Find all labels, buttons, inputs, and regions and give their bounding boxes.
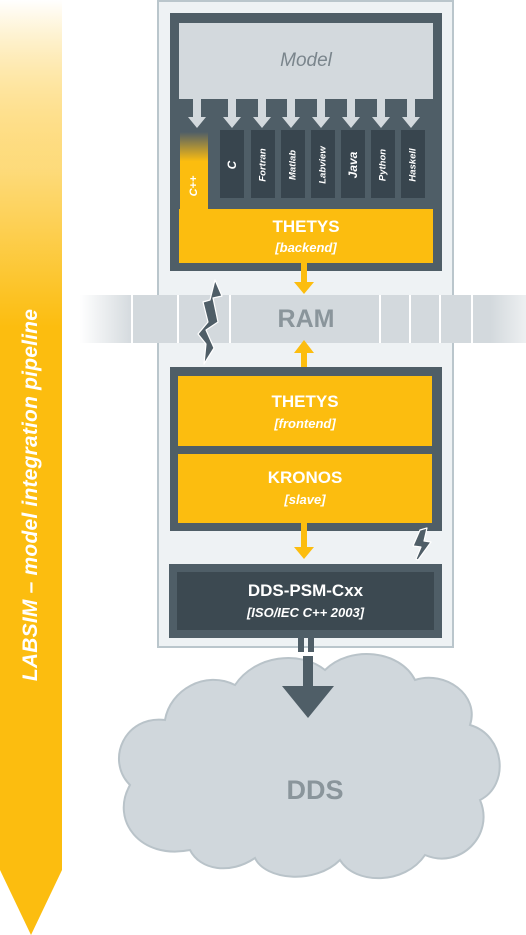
down-arrow-icon — [294, 263, 314, 294]
pipeline-banner — [0, 0, 62, 935]
up-arrow-icon — [294, 340, 314, 367]
model-label: Model — [280, 50, 332, 71]
ram-label: RAM — [277, 304, 335, 333]
down-arrow-icon — [372, 99, 390, 128]
kronos-box: KRONOS [slave] — [178, 454, 432, 523]
lang-column-fortran — [251, 130, 275, 198]
dds-label: DDS — [286, 774, 344, 805]
thetys-frontend-title: THETYS — [271, 392, 339, 411]
kronos-title: KRONOS — [267, 468, 343, 487]
lang-column-haskell — [401, 130, 425, 198]
lang-column-labview — [311, 130, 335, 198]
lang-column-matlab — [281, 130, 305, 198]
thetys-frontend-box: THETYS [frontend] — [178, 376, 432, 446]
lang-column-java — [341, 130, 365, 198]
down-arrow-icon — [312, 99, 330, 128]
lightning-icon — [197, 279, 223, 365]
down-arrow-icon — [342, 99, 360, 128]
ram-band — [80, 295, 526, 343]
thetys-backend-box: THETYS [backend] — [179, 209, 433, 263]
down-arrow-icon — [223, 99, 241, 128]
thetys-backend-title: THETYS — [272, 217, 340, 236]
down-arrow-icon — [402, 99, 420, 128]
down-arrow-icon — [188, 99, 206, 128]
dds-psm-title: DDS-PSM-Cxx — [247, 581, 364, 600]
down-arrow-icon — [294, 523, 314, 559]
down-arrow-icon — [253, 99, 271, 128]
model-arrows — [188, 99, 420, 128]
lightning-icon — [412, 527, 432, 561]
thetys-frontend-subtitle: [frontend] — [274, 416, 336, 431]
down-arrow-icon — [282, 638, 334, 718]
kronos-subtitle: [slave] — [284, 492, 326, 507]
thetys-backend-subtitle: [backend] — [275, 240, 337, 255]
down-arrow-icon — [282, 99, 300, 128]
dds-psm-box: DDS-PSM-Cxx [ISO/IEC C++ 2003] — [177, 572, 434, 630]
lang-column-python — [371, 130, 395, 198]
lang-column-c — [220, 130, 244, 198]
dds-psm-subtitle: [ISO/IEC C++ 2003] — [246, 605, 365, 620]
cpp-bar — [180, 132, 208, 216]
model-box — [179, 23, 433, 99]
